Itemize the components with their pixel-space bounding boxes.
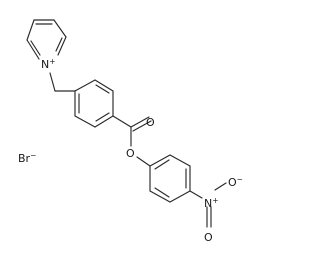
- structure-drawing: N+ O O N+ O− O Br−: [18, 19, 243, 244]
- counterion-br-label: Br−: [18, 151, 36, 165]
- atom-o-link-label: O: [126, 147, 135, 160]
- atom-n-plus-label: N+: [41, 57, 56, 71]
- nitro-group: [189, 182, 227, 228]
- molecule-diagram: N+ O O N+ O− O Br−: [18, 19, 243, 244]
- atom-o-carbonyl-label: O: [146, 116, 155, 129]
- nitrophenyl-ring: [149, 154, 191, 203]
- atom-nitro-n-label: N+: [204, 196, 219, 210]
- pyridinium-ring: [26, 19, 67, 60]
- methylene-bond: [49, 72, 56, 92]
- atom-nitro-o-label: O: [204, 231, 213, 244]
- ester-group: [112, 115, 152, 167]
- benzoyl-ring: [74, 79, 114, 128]
- atom-nitro-o-minus-label: O−: [228, 175, 243, 189]
